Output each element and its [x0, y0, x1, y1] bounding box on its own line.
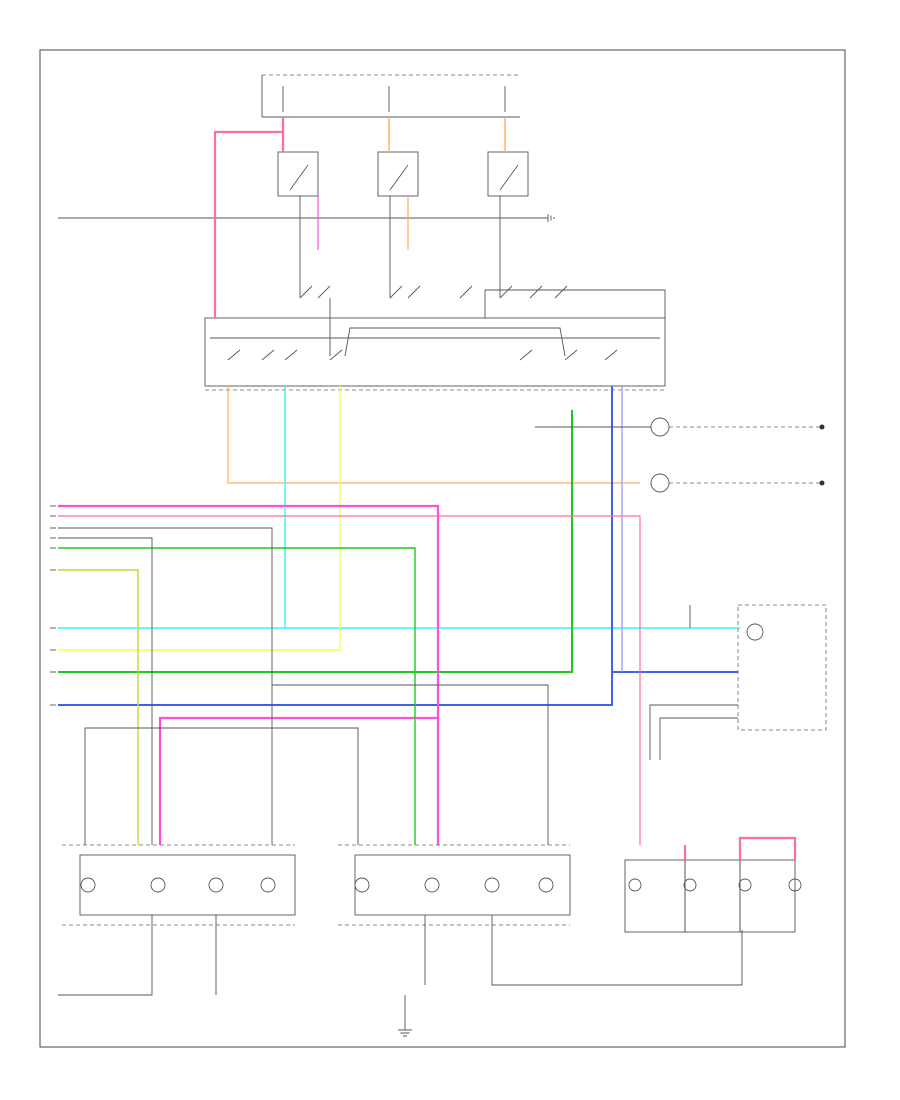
right-rear-housing [354, 854, 571, 916]
fuse-block [261, 74, 520, 118]
right-rear-bulb-4 [538, 877, 554, 893]
right-rear-assembly [338, 844, 743, 986]
right-front-lamp-dot [819, 424, 825, 430]
contact-b [317, 285, 331, 299]
left-rear-bulb-3 [208, 877, 224, 893]
right-front-lamp-bulb [650, 417, 670, 437]
turn-contact-7 [604, 349, 618, 361]
left-rear-bulb-4 [260, 877, 276, 893]
turn-contact-5 [519, 349, 533, 361]
left-rear-bulb-1 [80, 877, 96, 893]
ground-assembly-symbol [398, 1029, 412, 1037]
contact-d [407, 285, 421, 299]
relay-3-switch [499, 164, 519, 191]
left-front-lamp-bulb [650, 473, 670, 493]
right-rear-bulb-1 [354, 877, 370, 893]
wire-orange-switch [227, 386, 640, 484]
wire-pink-rear [58, 515, 641, 845]
turn-contact-6 [564, 349, 578, 361]
marker-bulb-1 [628, 878, 642, 892]
wire-grey-1 [58, 527, 273, 845]
wire-magenta-branch [158, 716, 438, 845]
cluster-left-indicator-bulb [746, 623, 764, 641]
turn-contact-1 [227, 349, 241, 361]
instrument-cluster [649, 604, 827, 760]
relay-1 [277, 151, 319, 197]
right-rear-ground-b [491, 915, 743, 986]
ground-assembly [398, 995, 412, 1037]
wire-pink-marker [738, 836, 797, 860]
wire-yellowgreen-rear [58, 569, 139, 845]
marker-bulb-3 [738, 878, 752, 892]
wire-green [58, 410, 573, 673]
contact-f [499, 285, 513, 299]
contact-h [554, 285, 568, 299]
marker-bulb-2 [683, 878, 697, 892]
relay-group [277, 151, 529, 197]
cluster-outline [737, 604, 827, 731]
marker-bulb-4 [788, 878, 802, 892]
right-rear-bulb-2 [424, 877, 440, 893]
contact-c [389, 285, 403, 299]
right-rear-bulb-3 [484, 877, 500, 893]
relay-contacts [299, 285, 568, 299]
left-front-lamp-dot [819, 480, 825, 486]
left-rear-bulb-2 [150, 877, 166, 893]
left-rear-ground-a [58, 915, 153, 996]
contact-e [459, 285, 473, 299]
contact-a [299, 285, 313, 299]
turn-contact-2 [261, 349, 275, 361]
front-lamps [535, 417, 825, 493]
wire-blue [58, 386, 613, 706]
left-rear-housing [79, 854, 296, 916]
wire-grey-4 [272, 684, 549, 845]
marker-box-2 [684, 859, 741, 933]
relay-2 [377, 151, 419, 197]
harness-line [485, 289, 666, 318]
left-wire-markers [50, 505, 56, 706]
turn-contact-4 [329, 349, 343, 361]
turn-switch-body [204, 317, 666, 387]
relay-1-switch [289, 164, 309, 191]
turn-contact-3 [284, 349, 298, 361]
wire-magenta-main [58, 504, 440, 845]
left-rear-assembly [58, 844, 296, 996]
contact-g [529, 285, 543, 299]
diagram-frame [39, 49, 846, 1048]
marker-group [624, 836, 802, 933]
wire-yellow [58, 386, 341, 651]
relay-2-switch [389, 164, 409, 191]
wire-grey-2 [58, 537, 153, 845]
ground-symbol [547, 214, 555, 222]
marker-box-3 [739, 859, 796, 933]
turn-switch [204, 317, 666, 391]
turn-switch-link [344, 327, 566, 357]
wire-grey-3 [84, 727, 359, 845]
cluster-ground-1 [649, 704, 738, 760]
wire-pink-feed [213, 117, 285, 318]
cluster-ground-2 [659, 717, 738, 760]
relay-3 [487, 151, 529, 197]
wire-green-rear [58, 547, 416, 845]
marker-box-1 [624, 859, 686, 933]
